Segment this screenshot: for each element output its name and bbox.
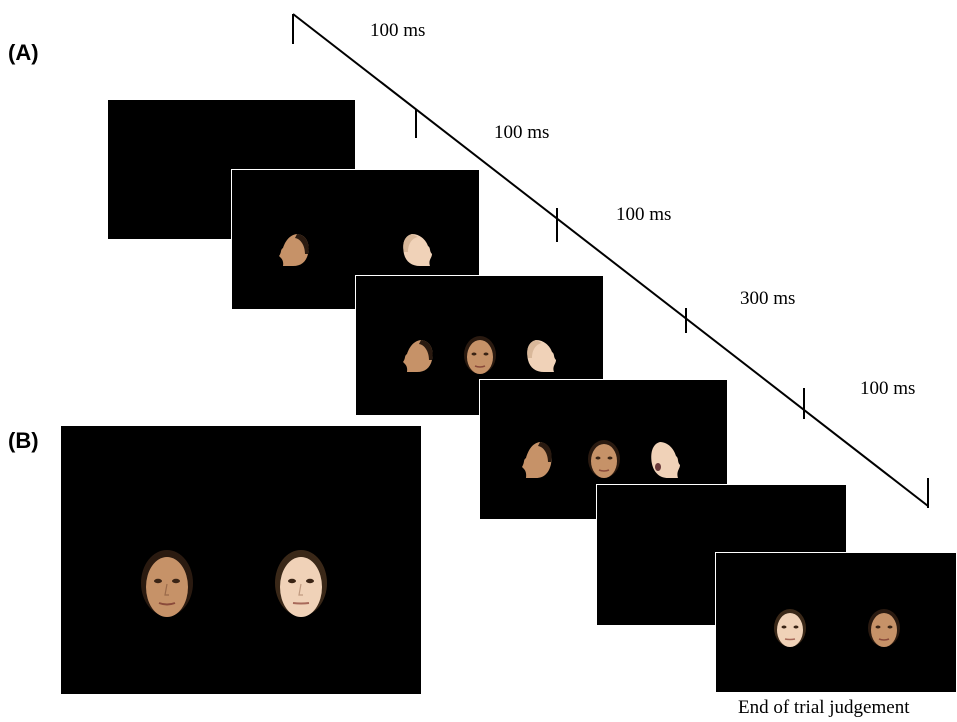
duration-label-4: 300 ms [740, 288, 796, 309]
timeline-diagonal [292, 13, 929, 507]
front-face-left-icon [774, 609, 806, 647]
panel-b-label: (B) [8, 428, 39, 453]
duration-label-5: 100 ms [860, 378, 916, 399]
judgement-screen-6 [715, 552, 957, 693]
profile-face-left-icon [403, 340, 433, 372]
profile-face-right-icon [651, 442, 680, 478]
profile-face-left-icon [522, 442, 552, 478]
duration-label-1: 100 ms [370, 20, 426, 41]
profile-face-right-icon [527, 340, 556, 372]
judgement-caption: End of trial judgement [738, 697, 910, 718]
front-face-right-icon [868, 609, 900, 647]
profile-face-left-icon [279, 234, 309, 266]
panel-b-screen [61, 426, 421, 694]
duration-label-2: 100 ms [494, 122, 550, 143]
profile-face-right-icon [403, 234, 432, 266]
panel-a-label: (A) [8, 40, 39, 65]
front-face-icon [588, 440, 620, 478]
front-face-icon [464, 336, 496, 374]
front-face-left-icon [141, 550, 193, 617]
front-face-right-icon [275, 550, 327, 617]
duration-label-3: 100 ms [616, 204, 672, 225]
